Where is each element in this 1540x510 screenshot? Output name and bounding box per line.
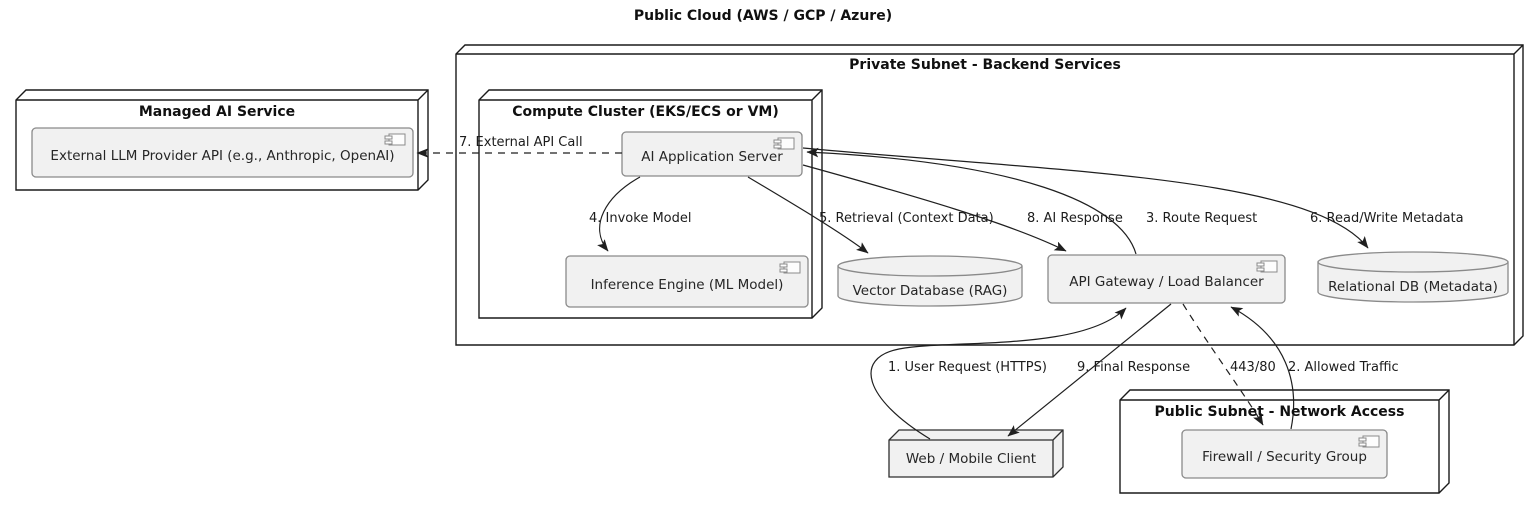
ai-application-server-label: AI Application Server (641, 149, 783, 165)
private-subnet-title: Private Subnet - Backend Services (849, 57, 1121, 73)
arrow-invoke-model (597, 176, 641, 252)
managed-ai-service-title: Managed AI Service (138, 104, 296, 120)
edge-label-invoke-model: 4. Invoke Model (589, 211, 692, 226)
edge-label-retrieval: 5. Retrieval (Context Data) (819, 211, 994, 226)
edge-label-final-response: 9. Final Response (1077, 360, 1191, 375)
compute-cluster-title: Compute Cluster (EKS/ECS or VM) (512, 104, 779, 120)
inference-engine-label: Inference Engine (ML Model) (590, 276, 784, 293)
edge-label-user-request: 1. User Request (HTTPS) (888, 360, 1047, 375)
edge-label-external-api-call: 7. External API Call (459, 135, 583, 150)
edge-label-read-write-metadata: 6. Read/Write Metadata (1310, 211, 1464, 226)
component-icon (773, 137, 795, 150)
web-mobile-client-label: Web / Mobile Client (905, 450, 1037, 467)
llm-api-component (31, 127, 414, 178)
edge-label-ports: 443/80 (1230, 360, 1276, 375)
firewall-component (1181, 429, 1388, 479)
api-gateway-component (1047, 254, 1286, 304)
component-icon (1358, 435, 1380, 448)
arrow-read-write-metadata (802, 147, 1369, 249)
relational-db-cylinder (1317, 251, 1509, 303)
api-gateway-label: API Gateway / Load Balancer (1069, 274, 1264, 290)
edge-label-route-request: 3. Route Request (1146, 211, 1258, 226)
component-icon (384, 133, 406, 146)
vector-database-label: Vector Database (RAG) (852, 283, 1008, 299)
inference-engine-component (565, 255, 809, 308)
edge-label-allowed-traffic: 2. Allowed Traffic (1288, 360, 1399, 375)
ai-application-server-component (621, 131, 803, 177)
arrow-final-response (1007, 303, 1172, 437)
arrow-ai-response (802, 164, 1067, 252)
relational-db-label: Relational DB (Metadata) (1328, 279, 1498, 295)
component-icon (1256, 260, 1278, 273)
web-mobile-client-node (888, 429, 1064, 478)
edge-label-ai-response: 8. AI Response (1027, 211, 1123, 226)
llm-api-label: External LLM Provider API (e.g., Anthrop… (50, 147, 395, 164)
arrow-retrieval (747, 176, 869, 254)
arrow-allowed-traffic (1230, 306, 1295, 430)
firewall-label: Firewall / Security Group (1202, 449, 1367, 465)
public-subnet-title: Public Subnet - Network Access (1154, 404, 1405, 420)
component-icon (779, 261, 801, 274)
arrow-route-request (806, 147, 1137, 255)
vector-database-cylinder (837, 255, 1023, 307)
diagram-title: Public Cloud (AWS / GCP / Azure) (633, 8, 893, 24)
arrow-ports (1182, 303, 1264, 426)
arrow-user-request (870, 307, 1127, 440)
